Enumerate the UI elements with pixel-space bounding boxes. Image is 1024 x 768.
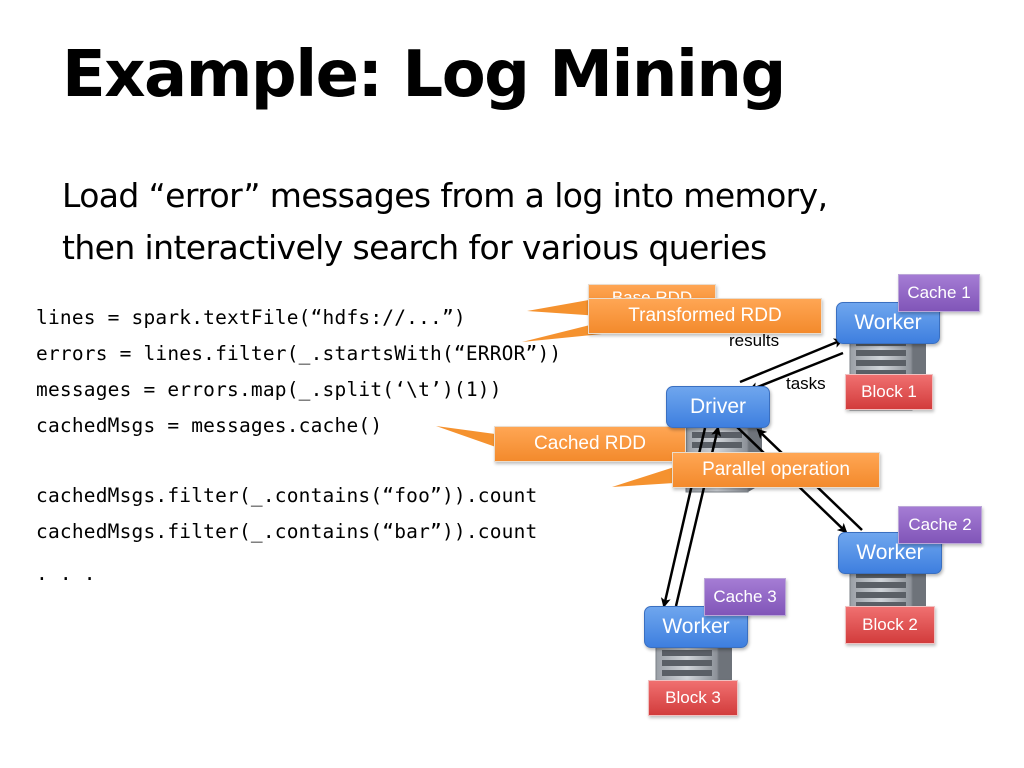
driver-node: Driver xyxy=(666,386,770,428)
subtitle-line-2: then interactively search for various qu… xyxy=(62,228,767,267)
code-line-bar-count: cachedMsgs.filter(_.contains(“bar”)).cou… xyxy=(36,520,538,543)
block-1-badge: Block 1 xyxy=(845,374,933,410)
slide-subtitle: Load “error” messages from a log into me… xyxy=(62,170,828,274)
subtitle-line-1: Load “error” messages from a log into me… xyxy=(62,176,828,215)
worker-2-node: Worker xyxy=(838,532,942,574)
tasks-label: tasks xyxy=(786,374,826,393)
code-line-cached: cachedMsgs = messages.cache() xyxy=(36,414,383,437)
code-line-ellipsis: . . . xyxy=(36,562,96,585)
code-line-errors: errors = lines.filter(_.startsWith(“ERRO… xyxy=(36,342,562,365)
block-2-badge: Block 2 xyxy=(845,606,935,644)
cache-2-badge: Cache 2 xyxy=(898,506,982,544)
cached-rdd-callout: Cached RDD xyxy=(494,426,686,462)
cache-1-badge: Cache 1 xyxy=(898,274,980,312)
code-line-lines: lines = spark.textFile(“hdfs://...”) xyxy=(36,306,466,329)
slide-title: Example: Log Mining xyxy=(62,38,786,112)
worker-3-node: Worker xyxy=(644,606,748,648)
results-label: results xyxy=(729,331,780,350)
code-line-foo-count: cachedMsgs.filter(_.contains(“foo”)).cou… xyxy=(36,484,538,507)
transformed-rdd-callout: Transformed RDD xyxy=(588,298,822,334)
block-3-badge: Block 3 xyxy=(648,680,738,716)
code-line-messages: messages = errors.map(_.split(‘\t’)(1)) xyxy=(36,378,502,401)
parallel-operation-callout: Parallel operation xyxy=(672,452,880,488)
cache-3-badge: Cache 3 xyxy=(704,578,786,616)
